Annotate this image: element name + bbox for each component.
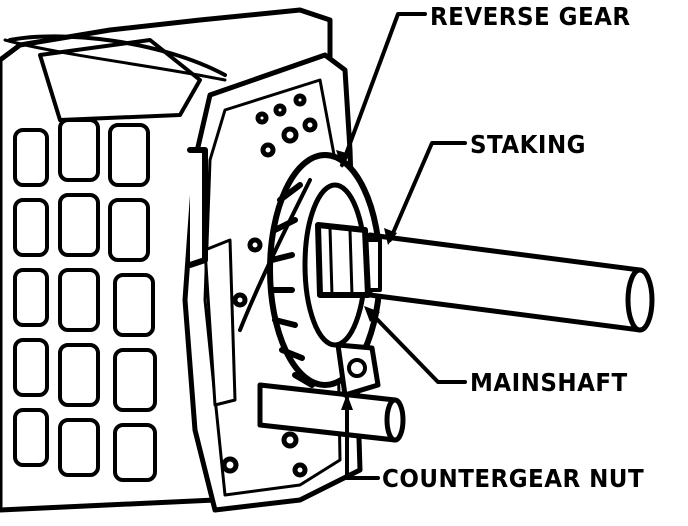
countergear-nut-leader <box>345 396 380 480</box>
mainshaft <box>315 222 655 333</box>
label-reverse-gear: REVERSE GEAR <box>430 2 631 31</box>
label-mainshaft: MAINSHAFT <box>470 368 628 397</box>
staking-leader <box>388 141 467 242</box>
wire <box>3 38 227 82</box>
leader-arrowheads <box>336 150 397 410</box>
countershaft <box>257 342 406 443</box>
case-ribs <box>13 118 157 482</box>
reverse-gear-leader <box>340 12 427 167</box>
leader-lines <box>340 12 467 480</box>
label-countergear-nut: COUNTERGEAR NUT <box>382 464 645 493</box>
label-staking: STAKING <box>470 130 587 159</box>
mainshaft-leader <box>366 308 467 384</box>
